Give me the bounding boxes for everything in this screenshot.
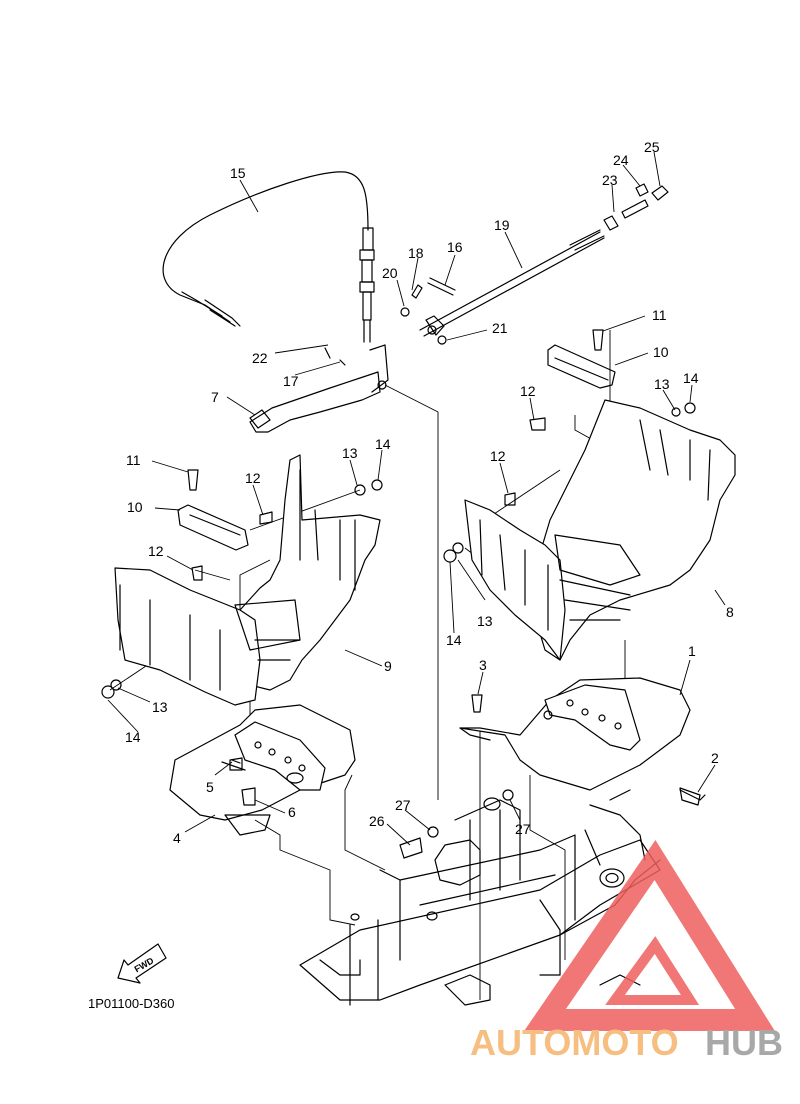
callout-19: 19 xyxy=(494,217,510,233)
callout-10-right: 10 xyxy=(653,344,669,360)
callout-labels: 1 2 3 4 5 6 7 8 9 10 10 11 11 12 12 12 1… xyxy=(125,139,734,846)
callout-17: 17 xyxy=(283,373,299,389)
brake-cable xyxy=(162,171,375,343)
right-bracket xyxy=(459,677,706,801)
callout-6: 6 xyxy=(288,804,296,820)
callout-10-left: 10 xyxy=(127,499,143,515)
left-bracket xyxy=(169,704,356,836)
callout-20: 20 xyxy=(382,265,398,281)
watermark-logo: AUTOMOTO HUB xyxy=(470,839,783,1063)
callout-12-c: 12 xyxy=(520,383,536,399)
callout-8: 8 xyxy=(726,604,734,620)
watermark-triangle-icon xyxy=(524,839,775,1031)
callout-4: 4 xyxy=(173,830,181,846)
callout-26: 26 xyxy=(369,813,385,829)
callout-9: 9 xyxy=(384,658,392,674)
callout-2: 2 xyxy=(711,750,719,766)
callout-24: 24 xyxy=(613,152,629,168)
callout-14-a: 14 xyxy=(375,436,391,452)
callout-14-d: 14 xyxy=(683,370,699,386)
callout-13-a: 13 xyxy=(342,445,358,461)
callout-3: 3 xyxy=(479,657,487,673)
callout-11-right: 11 xyxy=(652,307,667,323)
callout-13-d: 13 xyxy=(654,376,670,392)
right-footrest xyxy=(464,344,736,661)
callout-18: 18 xyxy=(408,245,424,261)
callout-leaders xyxy=(107,151,726,846)
brake-pedal xyxy=(249,344,389,433)
callout-14-c: 14 xyxy=(446,632,462,648)
callout-27-a: 27 xyxy=(395,797,411,813)
callout-12-d: 12 xyxy=(490,448,506,464)
callout-21: 21 xyxy=(492,320,508,336)
callout-12-b: 12 xyxy=(148,543,164,559)
callout-7: 7 xyxy=(211,389,219,405)
callout-1: 1 xyxy=(688,643,696,659)
forward-arrow-icon: FWD xyxy=(117,943,167,984)
diagram-code: 1P01100-D360 xyxy=(88,996,175,1011)
callout-13-c: 13 xyxy=(477,613,493,629)
callout-25: 25 xyxy=(644,139,660,155)
callout-15: 15 xyxy=(230,165,246,181)
callout-13-b: 13 xyxy=(152,699,168,715)
brake-rod xyxy=(400,183,669,345)
watermark-text-secondary: HUB xyxy=(705,1022,783,1063)
left-footrest xyxy=(114,454,381,706)
callout-11-left: 11 xyxy=(126,452,141,468)
callout-14-b: 14 xyxy=(125,729,141,745)
callout-16: 16 xyxy=(447,239,463,255)
callout-12-a: 12 xyxy=(245,470,261,486)
callout-5: 5 xyxy=(206,779,214,795)
callout-27-b: 27 xyxy=(515,821,531,837)
watermark-text-primary: AUTOMOTO xyxy=(470,1022,679,1063)
callout-22: 22 xyxy=(252,350,268,366)
callout-23: 23 xyxy=(602,172,618,188)
